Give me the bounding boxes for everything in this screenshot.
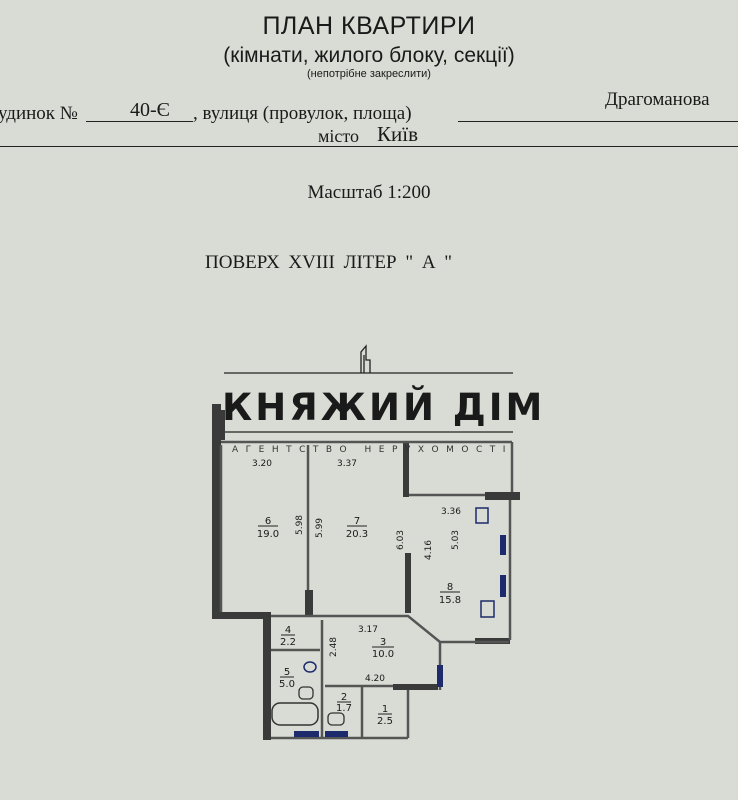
svg-text:10.0: 10.0 [372, 649, 394, 660]
svg-text:5.0: 5.0 [279, 679, 295, 690]
street-label: , вулиця (провулок, площа) [193, 103, 412, 124]
toilet-icon [327, 712, 345, 726]
street-underline [458, 121, 738, 122]
svg-text:2.5: 2.5 [377, 716, 393, 727]
room-5: 55.0 [279, 667, 295, 690]
svg-text:6: 6 [265, 516, 271, 527]
dim-r3-length: 2.48 [329, 637, 339, 657]
toilet-icon [298, 686, 314, 700]
room-2: 21.7 [336, 692, 352, 714]
room-1: 12.5 [377, 704, 393, 727]
building-underline [86, 121, 193, 122]
street-value: Драгоманова [605, 89, 710, 110]
city-value: Київ [377, 122, 418, 146]
room-7: 720.3 [346, 516, 368, 540]
svg-text:20.3: 20.3 [346, 529, 368, 540]
bathtub-icon [271, 702, 319, 726]
address-divider [0, 146, 738, 147]
dim-r8-width: 3.36 [441, 507, 461, 517]
dim-r7-width: 3.37 [337, 459, 357, 469]
svg-text:8: 8 [447, 582, 453, 593]
strike-note: (непотрібне закреслити) [307, 68, 431, 80]
city-label: місто [318, 126, 360, 146]
room-4: 42.2 [280, 625, 296, 648]
svg-text:2: 2 [341, 692, 347, 703]
floor-label: ПОВЕРХ XVIII ЛІТЕР " А " [205, 252, 453, 273]
svg-text:2.2: 2.2 [280, 637, 296, 648]
sink-icon [480, 600, 495, 618]
svg-text:15.8: 15.8 [439, 595, 461, 606]
agency-watermark: АГЕНТСТВО НЕРУХОМОСТІ [232, 445, 513, 455]
brand-logo: КНЯЖИЙ ДІМ [222, 385, 545, 429]
svg-text:1.7: 1.7 [336, 703, 352, 714]
dim-r6-width: 3.20 [252, 459, 272, 469]
thin-walls [219, 440, 514, 740]
svg-text:3: 3 [380, 637, 386, 648]
plan-subtitle: (кімнати, жилого блоку, секції) [223, 44, 515, 67]
dim-r8-length-a: 4.16 [424, 540, 434, 560]
dim-r3-width: 3.17 [358, 625, 378, 635]
svg-text:19.0: 19.0 [257, 529, 279, 540]
svg-text:1: 1 [382, 704, 388, 715]
scale-label: Масштаб 1:200 [307, 182, 431, 203]
dim-r8-length-b: 5.03 [451, 530, 461, 550]
dim-r7-length-right: 6.03 [396, 530, 406, 550]
dim-hall-width: 4.20 [365, 674, 385, 684]
dim-r6-length: 5.98 [295, 515, 305, 535]
dim-r7-length-left: 5.99 [315, 518, 325, 538]
washbasin-icon [303, 661, 317, 673]
room-3: 310.0 [372, 637, 394, 660]
room-6: 619.0 [257, 516, 279, 540]
stove-icon [475, 507, 489, 524]
building-number: 40-Є [130, 99, 170, 121]
svg-text:7: 7 [354, 516, 360, 527]
plan-title: ПЛАН КВАРТИРИ [262, 12, 476, 40]
windows [294, 535, 506, 737]
svg-text:4: 4 [285, 625, 291, 636]
svg-text:5: 5 [284, 667, 290, 678]
building-logo-icon [360, 344, 371, 373]
room-8: 815.8 [439, 582, 461, 606]
building-label: удинок № [0, 103, 78, 124]
